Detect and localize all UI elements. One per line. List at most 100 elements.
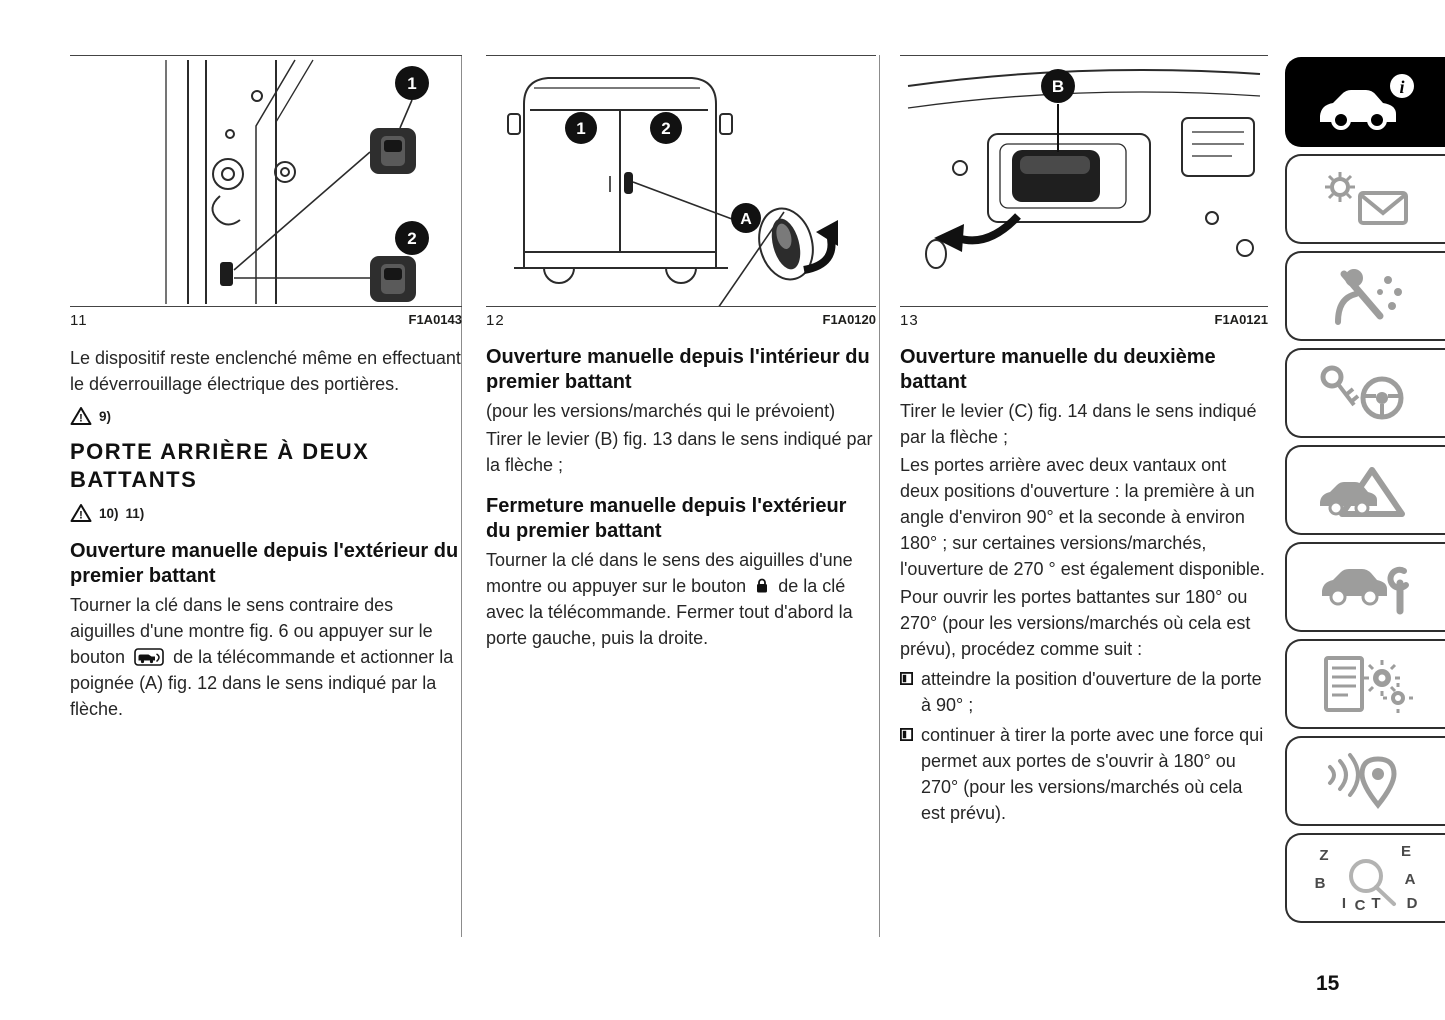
warning-glyph: ! [79,413,83,425]
warning-glyph: ! [79,510,83,522]
figure-12-illustration: 1 2 A [486,55,876,307]
document-gears-icon [1324,656,1413,713]
paragraph-versions: (pour les versions/marchés qui le prévoi… [486,401,836,421]
callout-a: A [731,203,761,233]
column-divider [461,55,462,937]
index-letter: T [1371,895,1380,912]
paragraph-lever-c: Tirer le levier (C) fig. 14 dans le sens… [900,401,1257,447]
figure-12-caption: 12 F1A0120 [486,307,876,329]
tab-alphabetical-index[interactable]: Z E B A I C T D [1285,833,1445,923]
figure-13-caption: 13 F1A0121 [900,307,1268,329]
paragraph-open-exterior: Tourner la clé dans le sens contraire de… [70,592,462,722]
tab-warning-lights-messages[interactable] [1285,154,1445,244]
tab-emergency[interactable] [1285,445,1445,535]
figure-13: B 13 F1A0121 [900,55,1268,329]
figure-code: F1A0121 [1214,312,1268,327]
list-item-text: continuer à tirer la porte avec une forc… [921,725,1264,823]
tab-safety[interactable] [1285,251,1445,341]
figure-11-caption: 11 F1A0143 [70,307,462,329]
figure-12: 1 2 A 12 F1A0120 [486,55,876,329]
warning-lights-messages-icon [1325,172,1408,225]
paragraph-procedure-intro: Pour ouvrir les portes battantes sur 180… [900,587,1251,659]
tab-multimedia[interactable] [1285,736,1445,826]
callout-2: 2 [650,112,682,144]
tab-starting-driving[interactable] [1285,348,1445,438]
index-letter: C [1355,897,1366,914]
warning-triangle-icon: ! [70,504,92,522]
index-letter: Z [1319,847,1328,864]
callout-b: B [1041,69,1075,103]
chapter-tab-bar: i [1283,0,1445,1020]
figure-number: 12 [486,312,505,329]
callout-2-label: 2 [407,229,416,248]
column-middle-text: Ouverture manuelle depuis l'intérieur du… [486,345,876,651]
paragraph-device-engaged: Le dispositif reste enclenché même en ef… [70,348,461,394]
procedure-list: atteindre la position d'ouverture de la … [900,666,1268,826]
paragraph-text: Tourner la clé dans le sens des aiguille… [486,550,853,596]
sound-navigation-icon [1328,753,1397,810]
list-item-text: atteindre la position d'ouverture de la … [921,669,1262,715]
section-heading-rear-doors: PORTE ARRIÈRE À DEUX BATTANTS [70,439,370,492]
car-info-icon: i [1320,74,1414,130]
paragraph-lever-b: Tirer le levier (B) fig. 13 dans le sens… [486,429,873,475]
callout-a-label: A [740,211,752,228]
callout-1: 1 [395,66,429,100]
tab-maintenance-care[interactable] [1285,542,1445,632]
index-letter: I [1342,895,1346,912]
subheading-close-exterior: Fermeture manuelle depuis l'extérieur du… [486,495,847,542]
figure-code: F1A0143 [408,312,462,327]
paragraph-text: Tourner la clé dans le sens contraire de… [70,595,433,667]
column-divider [879,55,880,937]
index-letter: A [1405,871,1416,888]
seatbelt-airbag-icon [1335,269,1402,325]
warning-reference-row: ! 9) [70,406,462,426]
van-rear-view-drawing: 1 2 A [507,77,838,306]
open-door-bullet-icon [900,728,913,741]
tab-technical-data[interactable] [1285,639,1445,729]
figure-number: 13 [900,312,919,329]
index-letter: B [1315,875,1326,892]
warning-reference-row: ! 10) 11) [70,503,462,523]
lock-icon [757,578,768,593]
car-wrench-icon [1322,566,1409,615]
info-glyph: i [1399,77,1404,97]
callout-1-label: 1 [576,119,585,138]
key-steering-wheel-icon [1320,365,1404,420]
column-right: B 13 F1A0121 Ouverture manuelle du deuxi… [900,55,1268,826]
paragraph-text: de la clé avec la télécommande. Fermer t… [486,576,853,648]
figure-code: F1A0120 [822,312,876,327]
paragraph-close-exterior: Tourner la clé dans le sens des aiguille… [486,547,876,651]
paragraph-door-positions: Les portes arrière avec deux vantaux ont… [900,455,1265,579]
warning-number: 11) [125,505,145,521]
figure-11-illustration: 1 2 [70,55,462,307]
figure-number: 11 [70,312,88,329]
alphabetical-index-icon: Z E B A I C T D [1315,843,1418,914]
callout-1: 1 [565,112,597,144]
warning-number: 10) [99,505,119,521]
tab-vehicle-info[interactable]: i [1285,57,1445,147]
figure-13-illustration: B [900,55,1268,307]
open-door-bullet-icon [900,672,913,685]
paragraph-text: de la télécommande et actionner la poign… [70,647,454,719]
callout-2: 2 [395,221,429,255]
callout-2-label: 2 [661,119,670,138]
subheading-open-interior: Ouverture manuelle depuis l'intérieur du… [486,346,870,393]
list-item: atteindre la position d'ouverture de la … [900,666,1268,718]
warning-number: 9) [99,408,112,424]
subheading-second-door: Ouverture manuelle du deuxième battant [900,346,1216,393]
door-lock-detail-drawing: 1 2 [165,59,429,304]
interior-lever-drawing: B [907,69,1261,269]
column-middle: 1 2 A 12 F1A0120 Ouverture manue [486,55,876,653]
column-left: 1 2 11 F1A0143 Le dispositif reste encle… [70,55,462,724]
warning-triangle-car-icon [1320,467,1405,517]
remote-door-button-icon [134,647,164,666]
list-item: continuer à tirer la porte avec une forc… [900,722,1268,826]
callout-1-label: 1 [407,74,416,93]
column-left-text: Le dispositif reste enclenché même en ef… [70,345,462,722]
page-number: 15 [1316,972,1340,995]
subheading-open-exterior: Ouverture manuelle depuis l'extérieur du… [70,540,459,587]
warning-triangle-icon: ! [70,407,92,425]
index-letter: D [1407,895,1418,912]
figure-11: 1 2 11 F1A0143 [70,55,462,329]
index-letter: E [1401,843,1411,860]
